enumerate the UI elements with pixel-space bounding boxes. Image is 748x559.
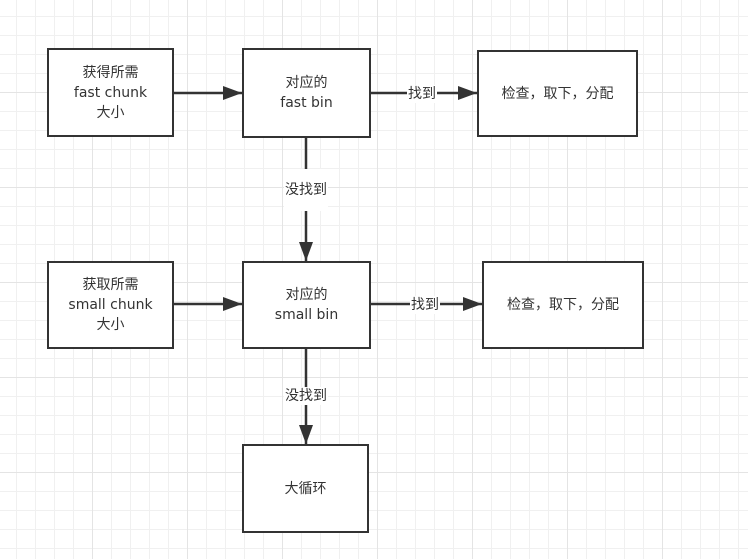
- edge-label-small-not-found: 没找到: [284, 387, 328, 405]
- node-fast-bin[interactable]: 对应的 fast bin: [242, 48, 371, 138]
- edge-label-small-found: 找到: [410, 296, 440, 314]
- node-get-small-chunk-size[interactable]: 获取所需 small chunk 大小: [47, 261, 174, 349]
- node-get-fast-chunk-size[interactable]: 获得所需 fast chunk 大小: [47, 48, 174, 137]
- node-fast-check-remove-allocate[interactable]: 检查，取下，分配: [477, 50, 638, 137]
- node-small-bin[interactable]: 对应的 small bin: [242, 261, 371, 349]
- node-big-loop[interactable]: 大循环: [242, 444, 369, 533]
- edge-label-fast-not-found: 没找到: [284, 169, 328, 211]
- node-small-check-remove-allocate[interactable]: 检查，取下，分配: [482, 261, 644, 349]
- edge-label-fast-found: 找到: [407, 85, 437, 103]
